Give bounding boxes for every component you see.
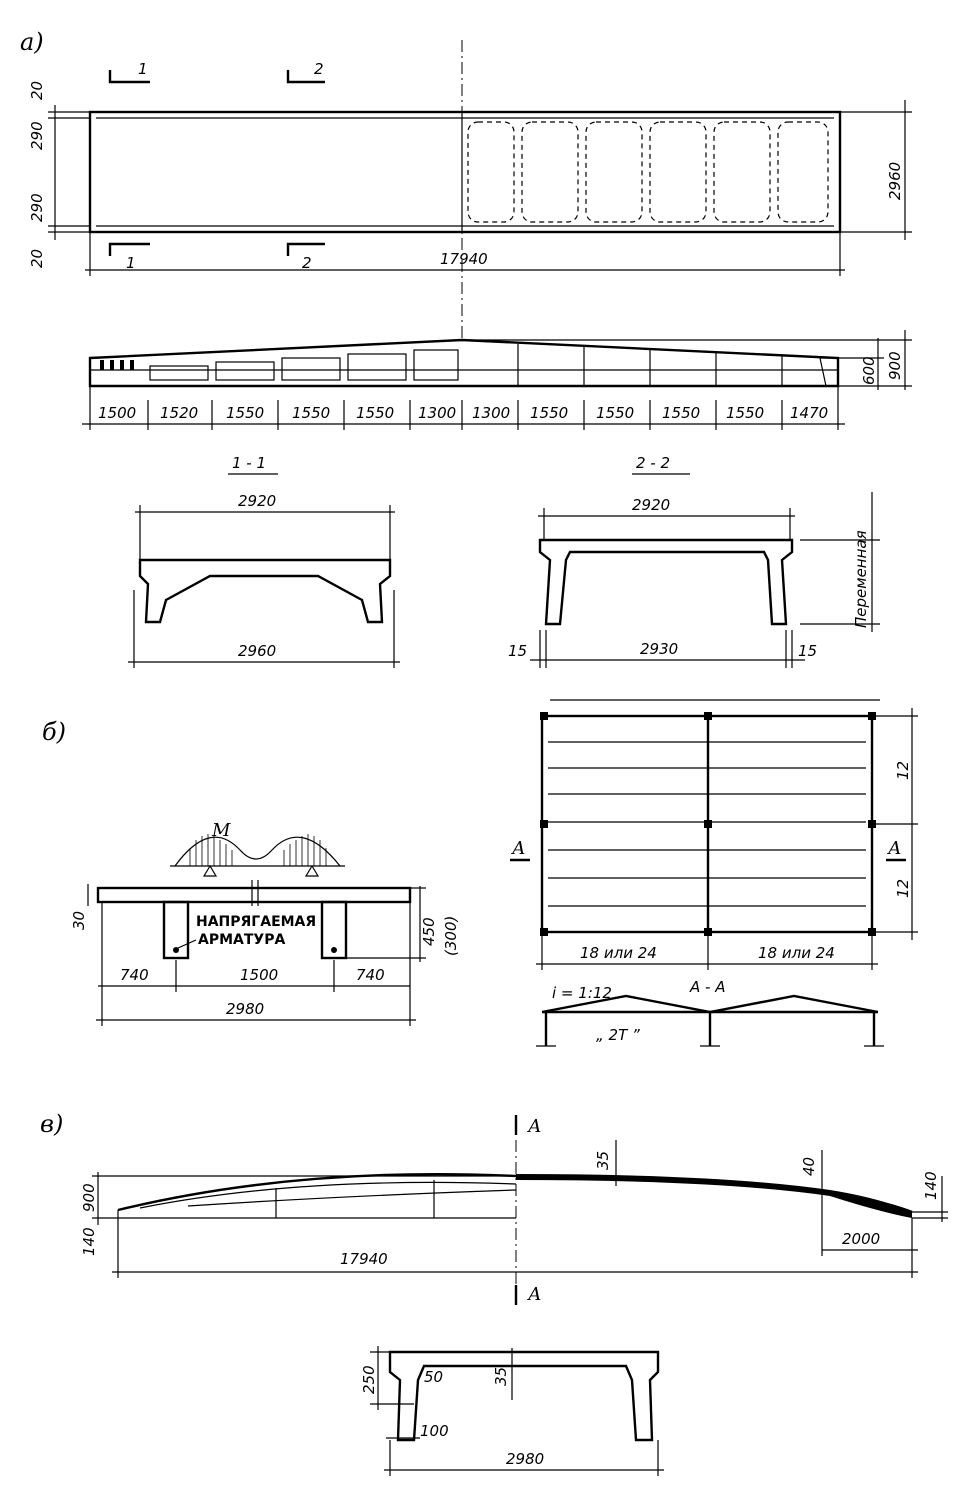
dim-left-20-bottom: 20 <box>28 249 46 268</box>
dim-left-290-top: 290 <box>28 121 46 150</box>
plan-section-mark-right: А <box>886 838 902 859</box>
dim-740-right: 740 <box>356 966 385 984</box>
cs-shell-35: 35 <box>492 1367 510 1386</box>
dim-2980-b: 2980 <box>226 1000 264 1018</box>
panel-a-label: а) <box>20 28 44 56</box>
bay-height-1: 12 <box>894 761 912 780</box>
shell-height-900: 900 <box>80 1183 98 1212</box>
shell-thickness-35: 35 <box>594 1151 612 1170</box>
bay-height-2: 12 <box>894 879 912 898</box>
dim-left-20-top: 20 <box>28 81 46 100</box>
dim-left-290-bottom: 290 <box>28 193 46 222</box>
cs-rib-bottom-100: 100 <box>420 1422 449 1440</box>
shell-cross-section: 250 50 35 100 2980 <box>360 1346 664 1476</box>
section-2-2: 2 - 2 2920 Переменная 15 2930 15 <box>508 454 880 668</box>
section-aa-title: А - А <box>689 978 725 996</box>
shell-length-17940: 17940 <box>340 1250 388 1268</box>
shell-thickness-40: 40 <box>800 1157 818 1176</box>
section-aa-slope: i = 1:12 <box>552 984 612 1002</box>
section-2-2-right-offset: 15 <box>798 642 817 660</box>
span-8: 1550 <box>530 404 568 422</box>
dim-length-17940: 17940 <box>440 250 488 268</box>
moment-label: M <box>211 820 231 841</box>
section-2-2-title: 2 - 2 <box>636 454 670 472</box>
section-aa-crane-label: „ 2Т ” <box>596 1026 640 1044</box>
cs-rib-height-250: 250 <box>360 1365 378 1394</box>
plan-span-1: 18 или 24 <box>580 944 657 962</box>
shell-tip-2000: 2000 <box>842 1230 880 1248</box>
section-2-2-top-width: 2920 <box>632 496 670 514</box>
building-plan: А А 12 12 18 или 24 18 или 24 <box>510 699 918 970</box>
dim-740-left: 740 <box>120 966 149 984</box>
tendon-label-2: АРМАТУРА <box>198 932 285 948</box>
slab-cross-section: НАПРЯГАЕМАЯ АРМАТУРА 30 450 (300) 740 15… <box>70 880 460 1026</box>
section-2-2-side-label: Переменная <box>852 530 870 628</box>
section-1-1-title: 1 - 1 <box>232 454 266 472</box>
cs-width-2980: 2980 <box>506 1450 544 1468</box>
plan-view: 1 2 1 2 20 290 290 20 17940 2960 <box>28 40 912 340</box>
dim-300: (300) <box>442 916 460 956</box>
plan-section-mark-left: А <box>510 838 526 859</box>
section-2-2-bottom-width: 2930 <box>640 640 678 658</box>
panel-b-label: б) <box>42 718 66 746</box>
section-mark-1-bottom: 1 <box>126 254 136 272</box>
dim-width-2960: 2960 <box>886 162 904 200</box>
span-1: 1500 <box>98 404 136 422</box>
section-mark-2-bottom: 2 <box>302 254 312 272</box>
section-1-1: 1 - 1 2920 2960 <box>128 454 400 668</box>
section-1-1-bottom-width: 2960 <box>238 642 276 660</box>
shell-end-height-140: 140 <box>80 1227 98 1256</box>
plan-span-2: 18 или 24 <box>758 944 835 962</box>
dim-1500: 1500 <box>240 966 278 984</box>
span-3: 1550 <box>226 404 264 422</box>
span-10: 1550 <box>662 404 700 422</box>
elevation-view: 600 900 1500 1520 1550 1550 1550 1300 13… <box>82 330 912 430</box>
cs-rib-top-50: 50 <box>424 1368 443 1386</box>
span-4: 1550 <box>292 404 330 422</box>
shell-elevation: А А 900 140 17940 35 40 140 2000 <box>80 1115 948 1305</box>
span-9: 1550 <box>596 404 634 422</box>
span-12: 1470 <box>790 404 828 422</box>
dim-30: 30 <box>70 911 88 930</box>
dim-450: 450 <box>420 917 438 946</box>
shell-tip-140: 140 <box>922 1171 940 1200</box>
section-a-a: А - А i = 1:12 „ 2Т ” <box>536 978 884 1047</box>
section-mark-2-top: 2 <box>314 60 324 78</box>
moment-diagram: M <box>170 820 345 877</box>
section-mark-1-top: 1 <box>138 60 148 78</box>
panel-v-label: в) <box>40 1110 63 1138</box>
section-2-2-left-offset: 15 <box>508 642 527 660</box>
span-11: 1550 <box>726 404 764 422</box>
tendon-label-1: НАПРЯГАЕМАЯ <box>196 914 316 930</box>
span-2: 1520 <box>160 404 198 422</box>
span-7: 1300 <box>472 404 510 422</box>
span-6: 1300 <box>418 404 456 422</box>
dim-height-600: 600 <box>860 356 878 385</box>
span-5: 1550 <box>356 404 394 422</box>
shell-section-mark-top: А <box>526 1116 542 1137</box>
dim-height-900: 900 <box>886 351 904 380</box>
section-1-1-top-width: 2920 <box>238 492 276 510</box>
shell-section-mark-bottom: А <box>526 1284 542 1305</box>
